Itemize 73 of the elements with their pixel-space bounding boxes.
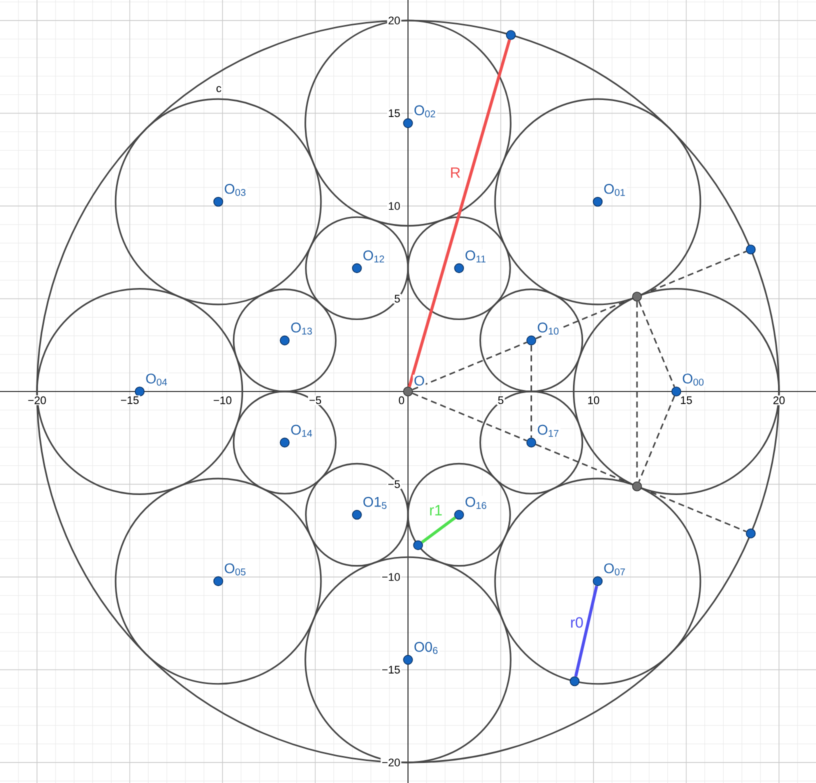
point-label: O$_{01}$	[602, 182, 627, 197]
point-label: O$_{12}$	[362, 249, 386, 264]
point	[592, 196, 603, 207]
point-label: O0$_{6}$	[412, 640, 440, 655]
point	[526, 336, 536, 346]
point	[280, 336, 290, 346]
point-label: O	[412, 374, 426, 387]
axis-label: −15	[380, 664, 402, 675]
line-segment	[638, 300, 676, 388]
point-label: O$_{00}$	[681, 372, 706, 387]
point	[632, 292, 642, 302]
point-label: O$_{17}$	[536, 424, 560, 438]
point	[213, 196, 224, 207]
axis-label: 5	[393, 294, 402, 304]
point	[280, 438, 290, 448]
axis-label: −15	[119, 395, 140, 406]
axis-label: 15	[679, 395, 694, 406]
point-label: O$_{13}$	[290, 322, 314, 336]
point-label: O$_{16}$	[464, 496, 488, 510]
point	[413, 540, 423, 550]
axis-label: 15	[387, 108, 402, 118]
axis-label: −20	[380, 758, 402, 768]
line-segment	[641, 250, 747, 296]
point	[134, 386, 145, 396]
axis-label: 5	[496, 395, 505, 406]
point	[454, 510, 464, 520]
point-label: O$_{04}$	[144, 372, 169, 387]
point	[746, 244, 756, 254]
point	[526, 438, 536, 448]
line-segment	[536, 444, 633, 486]
point-label: O$_{03}$	[223, 182, 248, 197]
point	[746, 528, 756, 538]
point-label: O$_{05}$	[223, 562, 248, 576]
edge-label: r0	[569, 616, 584, 629]
point-label: O$_{11}$	[464, 249, 488, 264]
line-segment	[641, 488, 747, 532]
line-segment	[574, 586, 598, 677]
point	[592, 576, 603, 586]
axis-label: 0	[397, 395, 406, 406]
point	[632, 481, 642, 492]
axis-label: 10	[586, 395, 601, 406]
point-label: O$_{14}$	[290, 424, 314, 438]
point	[403, 118, 413, 128]
point-label: O$_{07}$	[602, 562, 627, 576]
point	[352, 510, 362, 520]
line-segment	[638, 396, 676, 482]
point	[352, 263, 362, 274]
axis-label: c	[215, 85, 223, 94]
axis-label: 20	[387, 16, 402, 26]
line-segment	[412, 392, 528, 442]
point	[403, 654, 413, 665]
edge-label: r1	[428, 504, 444, 516]
line-segment	[408, 39, 511, 388]
axis-label: −20	[26, 395, 48, 406]
point	[454, 263, 464, 274]
axis-label: −5	[308, 395, 323, 406]
axis-label: −10	[380, 572, 402, 582]
point	[671, 386, 682, 396]
edge-label: R	[448, 166, 462, 179]
point-label: O$_{10}$	[536, 322, 560, 336]
point	[403, 386, 413, 396]
point-label: O1$_{5}$	[362, 496, 388, 510]
axis-label: −10	[212, 395, 233, 406]
axis-label: −5	[386, 479, 402, 490]
axis-label: 20	[772, 395, 786, 406]
line-segment	[421, 516, 456, 544]
point-label: O$_{02}$	[412, 104, 438, 118]
point	[213, 576, 224, 586]
point	[570, 676, 580, 686]
line-segment	[530, 345, 532, 438]
axis-label: 10	[387, 201, 402, 211]
line-segment	[412, 342, 528, 390]
point	[506, 30, 516, 40]
